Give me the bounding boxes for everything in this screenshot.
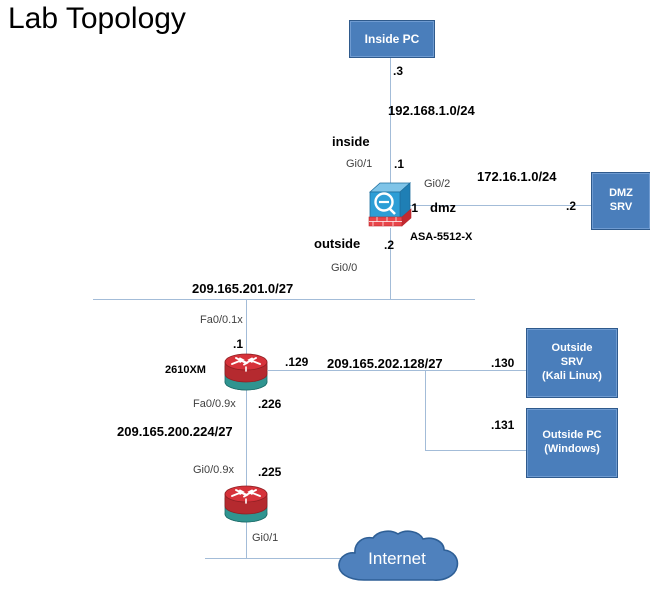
node-outside-pc[interactable]: Outside PC (Windows) [526, 408, 618, 478]
node-internet-cloud[interactable]: Internet [330, 528, 464, 590]
link-r2-to-internet-bus [246, 522, 247, 558]
router-icon [224, 353, 268, 391]
node-outside-srv-line2: SRV [560, 356, 584, 369]
address-outside-pc: .131 [491, 418, 515, 432]
node-router-2610xm[interactable] [222, 352, 270, 394]
bus-internet [205, 558, 357, 559]
network-outside: 209.165.201.0/27 [192, 281, 294, 296]
page-title: Lab Topology [8, 2, 186, 35]
node-inside-pc[interactable]: Inside PC [349, 20, 435, 58]
label-asa-model: ASA-5512-X [410, 231, 473, 243]
node-dmz-srv[interactable]: DMZ SRV [591, 172, 650, 230]
node-router-edge[interactable] [222, 484, 270, 526]
network-inside: 192.168.1.0/24 [388, 103, 475, 118]
interface-r1-fa01x: Fa0/0.1x [200, 314, 243, 326]
address-asa-dmz: .1 [408, 201, 419, 215]
node-outside-pc-line2: (Windows) [544, 443, 600, 455]
zone-dmz-label: dmz [430, 200, 456, 215]
network-dmz: 172.16.1.0/24 [477, 169, 557, 184]
address-r1-dmz-out: .129 [285, 355, 309, 369]
address-inside-pc: .3 [393, 64, 404, 78]
interface-r1-fa09x: Fa0/0.9x [193, 398, 236, 410]
zone-outside-label: outside [314, 236, 361, 251]
address-r1-outside: .1 [233, 337, 244, 351]
network-dmz-outside: 209.165.202.128/27 [327, 356, 443, 371]
node-outside-pc-line1: Outside PC [542, 429, 602, 442]
address-r1-isp: .226 [258, 397, 282, 411]
address-dmz-srv: .2 [566, 199, 577, 213]
node-outside-srv-line1: Outside [551, 342, 593, 355]
link-asa-to-dmz-srv [408, 205, 591, 206]
interface-r2-gi09x: Gi0/0.9x [193, 464, 234, 476]
node-outside-srv[interactable]: Outside SRV (Kali Linux) [526, 328, 618, 398]
network-isp: 209.165.200.224/27 [117, 424, 233, 439]
interface-asa-inside: Gi0/1 [346, 158, 373, 170]
link-outside-segment-branch [425, 370, 426, 450]
address-asa-outside: .2 [384, 238, 395, 252]
link-branch-to-outside-pc [425, 450, 526, 451]
node-asa-firewall[interactable] [366, 180, 414, 230]
link-asa-to-outside-bus [390, 228, 391, 299]
interface-asa-dmz: Gi0/2 [424, 178, 451, 190]
node-dmz-srv-line1: DMZ [609, 187, 633, 200]
node-dmz-srv-line2: SRV [609, 201, 633, 213]
cloud-icon [338, 530, 459, 581]
link-r1-to-outside-segment [268, 370, 526, 371]
address-asa-inside: .1 [394, 157, 405, 171]
link-outside-bus-to-r1 [246, 299, 247, 357]
asa-firewall-icon [368, 182, 412, 227]
address-outside-srv: .130 [491, 356, 515, 370]
bus-outside-network [93, 299, 475, 300]
interface-asa-outside: Gi0/0 [331, 262, 358, 274]
link-inside-pc-to-asa [390, 55, 391, 200]
link-r1-to-isp-segment [246, 390, 247, 487]
zone-inside-label: inside [332, 134, 370, 149]
label-r1-model: 2610XM [165, 364, 206, 376]
node-inside-pc-label: Inside PC [364, 31, 420, 46]
router-icon [224, 485, 268, 523]
node-outside-srv-line3: (Kali Linux) [542, 369, 602, 382]
address-r2-isp: .225 [258, 465, 282, 479]
interface-r2-gi1: Gi0/1 [252, 532, 279, 544]
node-internet-label: Internet [368, 549, 426, 568]
